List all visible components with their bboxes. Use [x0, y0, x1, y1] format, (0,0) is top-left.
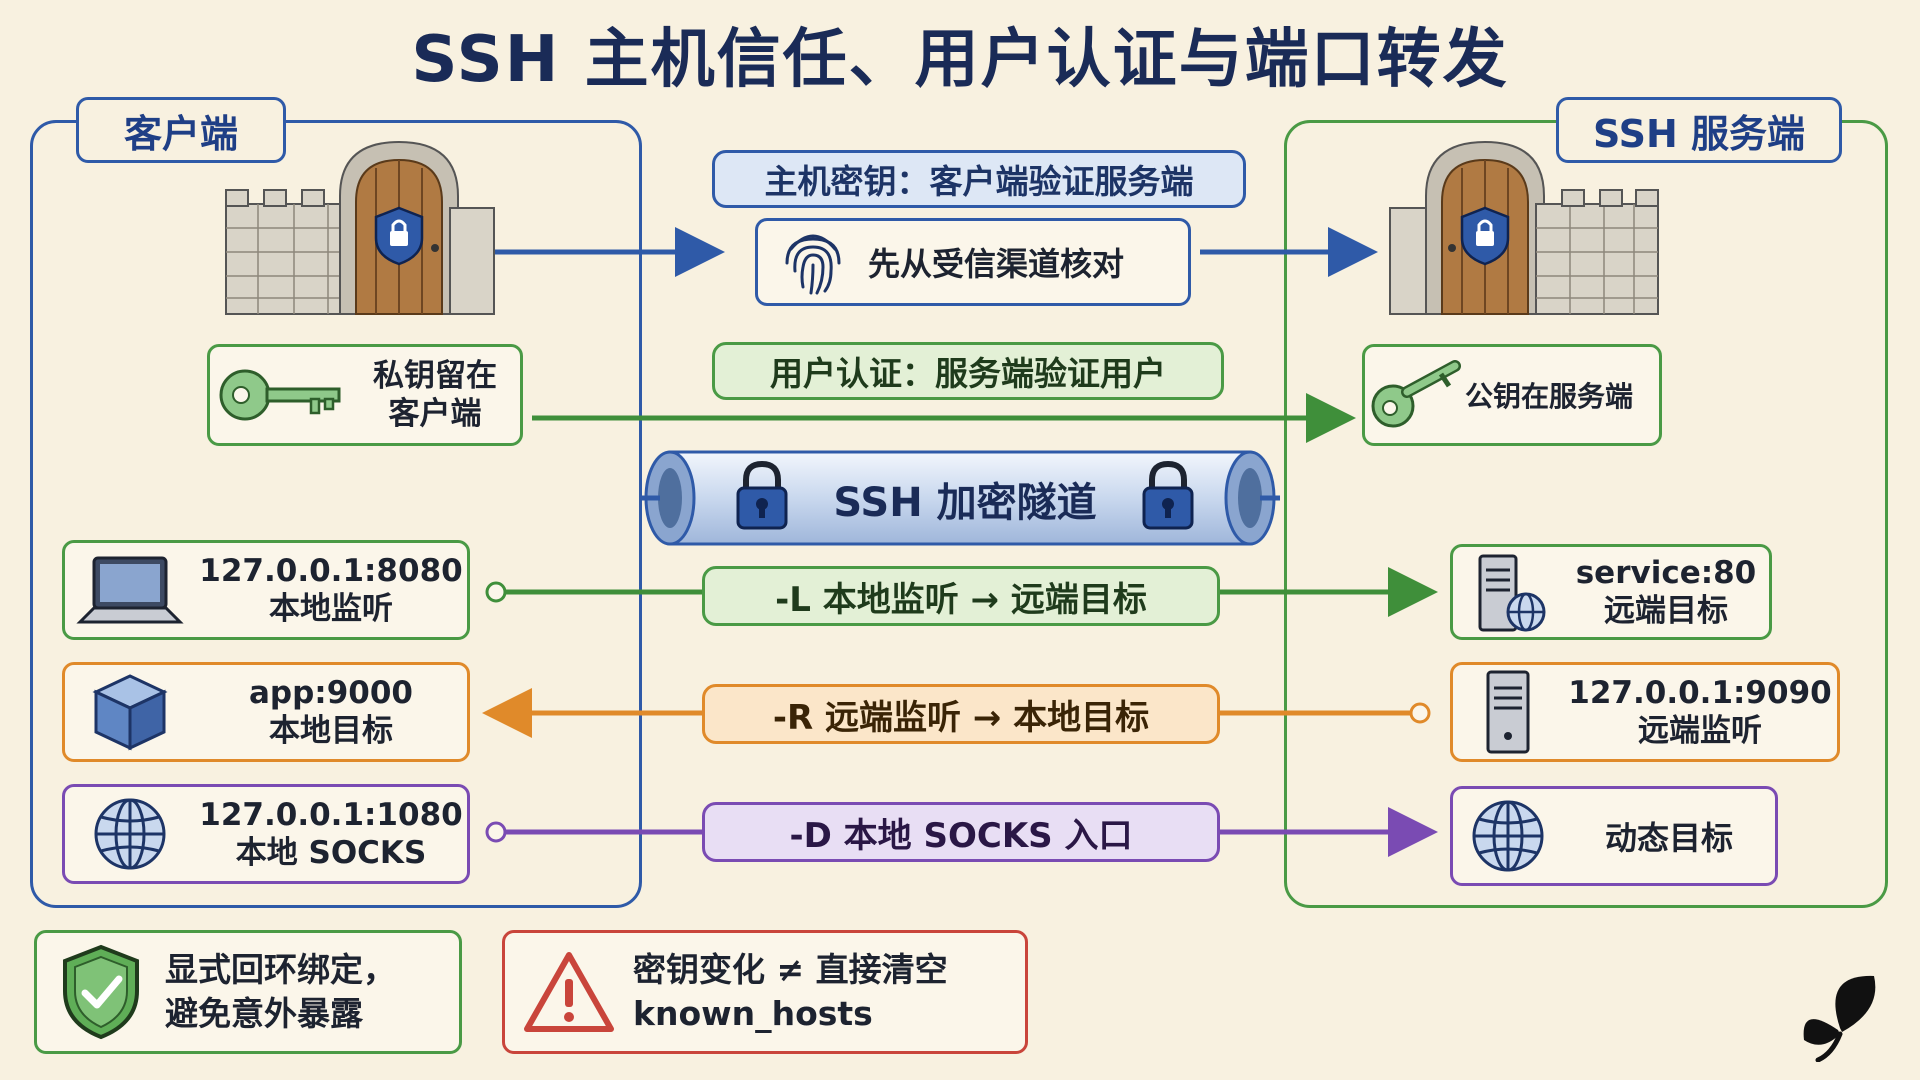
client-socks-line2: 本地 SOCKS — [235, 835, 427, 871]
client-local-forward-line2: 本地监听 — [269, 591, 393, 627]
client-door-icon — [222, 138, 498, 320]
known-hosts-note-line1: 密钥变化 ≠ 直接清空 — [633, 950, 948, 989]
flag-remote-forward: -R 远端监听 → 本地目标 — [702, 684, 1220, 744]
loopback-note: 显式回环绑定， 避免意外暴露 — [34, 930, 462, 1054]
client-local-forward-line1: 127.0.0.1:8080 — [199, 553, 463, 589]
loopback-note-line1: 显式回环绑定， — [165, 950, 396, 989]
laptop-icon — [65, 542, 195, 638]
client-local-forward-box: 127.0.0.1:8080 本地监听 — [62, 540, 470, 640]
client-socks-line1: 127.0.0.1:1080 — [199, 797, 463, 833]
server-local-target-line2: 远端目标 — [1604, 593, 1728, 629]
known-hosts-note-line2: known_hosts — [633, 994, 873, 1033]
padlock-icon — [730, 456, 794, 534]
client-remote-target-line2: 本地目标 — [269, 713, 393, 749]
private-key-line1: 私钥留在 — [373, 358, 497, 394]
server-local-target-line1: service:80 — [1575, 555, 1757, 591]
server-remote-listen-line1: 127.0.0.1:9090 — [1568, 675, 1832, 711]
server-remote-listen-line2: 远端监听 — [1638, 713, 1762, 749]
known-hosts-note: 密钥变化 ≠ 直接清空 known_hosts — [502, 930, 1028, 1054]
server-door-icon — [1386, 138, 1662, 320]
fingerprint-icon — [758, 220, 868, 304]
globe-icon — [65, 786, 195, 882]
warning-icon — [505, 933, 633, 1051]
client-panel — [30, 120, 642, 908]
public-key-box: 公钥在服务端 — [1362, 344, 1662, 446]
trusted-channel-box: 先从受信渠道核对 — [755, 218, 1191, 306]
flag-dynamic-forward: -D 本地 SOCKS 入口 — [702, 802, 1220, 862]
private-key-line2: 客户端 — [388, 396, 482, 432]
client-label: 客户端 — [76, 97, 286, 163]
key-icon — [1365, 347, 1465, 443]
cube-icon — [65, 664, 195, 760]
trusted-channel-text: 先从受信渠道核对 — [868, 245, 1125, 283]
server-remote-listen-box: 127.0.0.1:9090 远端监听 — [1450, 662, 1840, 762]
server-dynamic-target-box: 动态目标 — [1450, 786, 1778, 886]
private-key-box: 私钥留在 客户端 — [207, 344, 523, 446]
shield-check-icon — [37, 933, 165, 1051]
globe-icon — [1453, 788, 1563, 884]
padlock-icon — [1136, 456, 1200, 534]
loopback-note-line2: 避免意外暴露 — [165, 994, 363, 1033]
page-title: SSH 主机信任、用户认证与端口转发 — [411, 23, 1509, 97]
client-remote-target-line1: app:9000 — [249, 675, 413, 711]
client-socks-box: 127.0.0.1:1080 本地 SOCKS — [62, 784, 470, 884]
host-key-label: 主机密钥：客户端验证服务端 — [712, 150, 1246, 208]
key-icon — [210, 347, 350, 443]
tunnel-label: SSH 加密隧道 — [833, 480, 1097, 526]
butterfly-logo-icon — [1786, 966, 1894, 1066]
server-icon — [1453, 664, 1563, 760]
server-dynamic-target-text: 动态目标 — [1604, 819, 1733, 857]
server-local-target-box: service:80 远端目标 — [1450, 544, 1772, 640]
client-remote-target-box: app:9000 本地目标 — [62, 662, 470, 762]
flag-local-forward: -L 本地监听 → 远端目标 — [702, 566, 1220, 626]
user-auth-label: 用户认证：服务端验证用户 — [712, 342, 1224, 400]
server-globe-icon — [1453, 546, 1563, 638]
server-label: SSH 服务端 — [1556, 97, 1842, 163]
public-key-text: 公钥在服务端 — [1465, 380, 1634, 413]
